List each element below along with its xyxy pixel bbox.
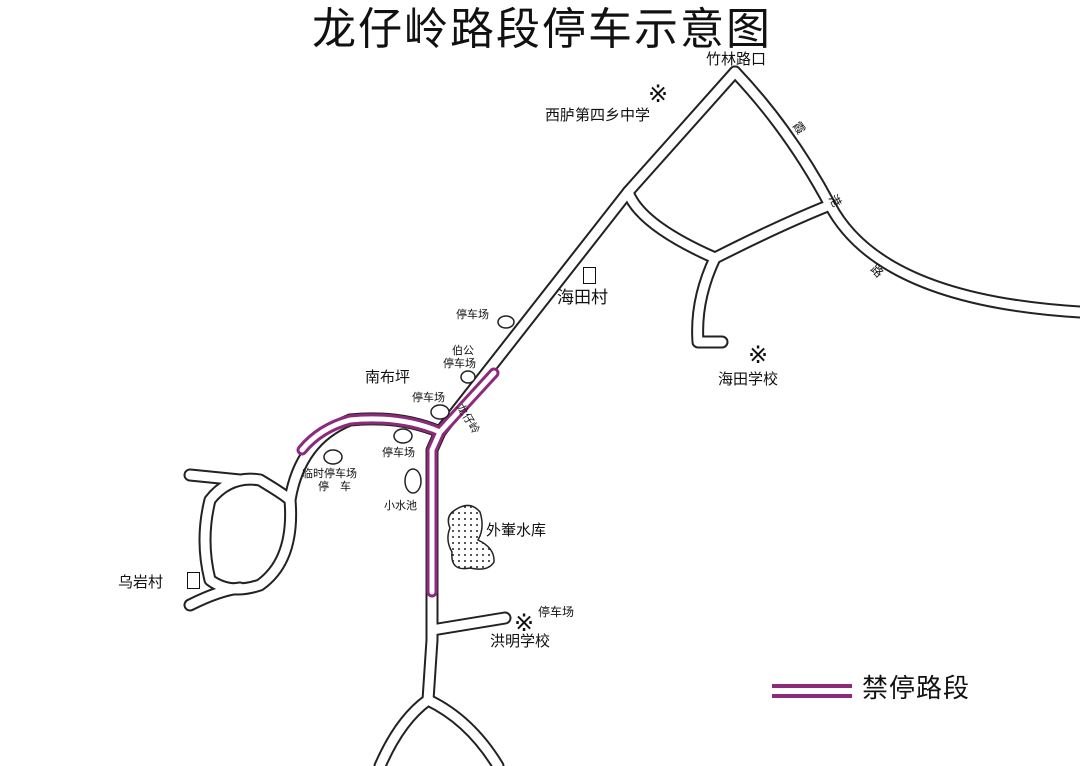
reservoir-shape	[447, 504, 495, 570]
label-hongming-school: 洪明学校	[490, 632, 551, 650]
parking-oval-temp	[323, 449, 343, 465]
label-parking-1: 停车场	[456, 308, 489, 321]
label-hongming-parking: 停车场	[538, 605, 575, 619]
reference-mark-icon: ※	[514, 609, 535, 637]
parking-ovals	[323, 315, 515, 494]
reference-mark-icon: ※	[648, 80, 669, 108]
label-xilu-school: 西胪第四乡中学	[545, 106, 651, 124]
no-parking-segments	[296, 367, 500, 598]
label-haitian-school: 海田学校	[718, 370, 779, 388]
village-box-icon	[583, 267, 596, 284]
village-box-icon	[187, 572, 200, 589]
label-small-pond: 小水池	[384, 499, 417, 512]
label-nanbuping: 南布坪	[365, 368, 411, 386]
label-temp-parking-1: 临时停车场	[302, 467, 357, 480]
label-bogong-2: 停车场	[443, 357, 476, 370]
label-parking-2: 停车场	[412, 391, 445, 404]
legend-no-parking-label: 禁停路段	[862, 674, 971, 704]
road-network	[183, 65, 1080, 766]
label-parking-3: 停车场	[382, 446, 415, 459]
parking-oval-1	[497, 315, 515, 329]
label-temp-parking-2: 停 车	[318, 480, 351, 493]
parking-oval-bogong	[460, 370, 476, 384]
reference-mark-icon: ※	[748, 341, 769, 369]
map-title: 龙仔岭路段停车示意图	[312, 4, 772, 55]
parking-oval-2	[430, 404, 450, 420]
label-waiban-reservoir: 外輋水库	[486, 521, 547, 539]
parking-oval-3	[393, 428, 413, 444]
label-haitian-village: 海田村	[557, 288, 608, 308]
legend-line	[772, 684, 852, 698]
label-zhulin-intersection: 竹林路口	[706, 50, 767, 68]
label-wuyan-village: 乌岩村	[118, 573, 164, 591]
small-pond-oval	[404, 468, 422, 494]
label-bogong-1: 伯公	[452, 344, 474, 357]
